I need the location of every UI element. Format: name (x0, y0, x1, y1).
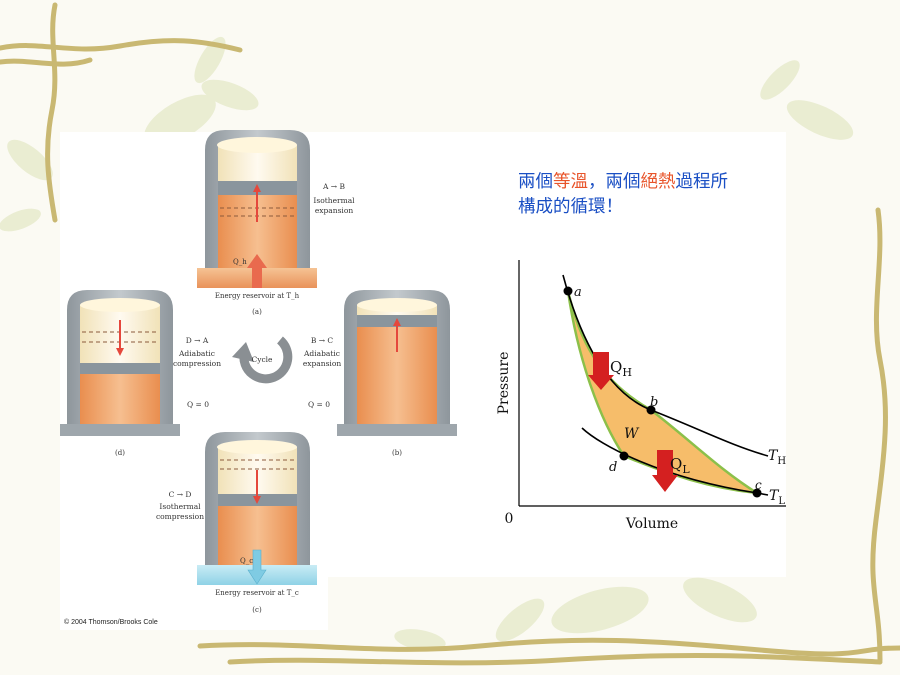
panel-letter-d: (d) (115, 449, 125, 457)
process-name-b-2: expansion (303, 359, 342, 368)
process-name-a-1: Isothermal (313, 196, 355, 205)
heat-in-arrow (588, 352, 614, 390)
leaf-pattern-decoration (0, 36, 854, 651)
process-label-b: B → C (311, 336, 334, 345)
cylinder-c (197, 432, 317, 585)
reservoir-label-a: Energy reservoir at T_h (215, 292, 300, 300)
process-name-c-2: compression (156, 512, 204, 521)
state-point-b (646, 405, 656, 415)
process-name-c-1: Isothermal (159, 502, 201, 511)
cycle-label: Cycle (251, 355, 273, 364)
heat-zero-b: Q = 0 (308, 400, 330, 409)
copyright-note: © 2004 Thomson/Brooks Cole (64, 618, 158, 626)
piston-d (80, 363, 160, 374)
pv-origin: 0 (505, 511, 514, 527)
pv-diagram (518, 260, 786, 507)
process-label-a: A → B (322, 182, 345, 191)
caption-highlight-isothermal: 等溫 (553, 172, 588, 192)
process-label-d: D → A (186, 336, 209, 345)
cylinder-wall-a (205, 130, 310, 268)
isotherm-cold (581, 427, 769, 496)
caption-part-1: 兩個 (518, 172, 553, 192)
cycle-arrow-icon (232, 336, 293, 384)
insulating-stand-d (60, 424, 180, 436)
heat-in-label: QH (610, 358, 632, 379)
panel-letter-a: (a) (252, 308, 262, 316)
reservoir-label-c: Energy reservoir at T_c (215, 589, 299, 597)
heat-label-c: Q_c (240, 557, 253, 565)
heat-out-arrow-c (247, 549, 267, 585)
process-name-d-2: compression (173, 359, 221, 368)
cylinder-wall-b (344, 290, 450, 424)
point-label-a: a (574, 285, 582, 300)
process-name-d-1: Adiabatic (178, 349, 215, 358)
heat-label-a: Q_h (233, 258, 247, 266)
caption-line-1: 兩個等溫，兩個絕熱過程所 (518, 170, 808, 195)
caption-text: 兩個等溫，兩個絕熱過程所 構成的循環！ (518, 170, 808, 220)
process-label-c: C → D (169, 490, 192, 499)
gas-d (80, 374, 160, 424)
isotherm-hot-label: TH (768, 448, 786, 467)
point-label-c: c (755, 478, 762, 492)
heat-zero-d: Q = 0 (187, 400, 209, 409)
pv-ylabel: Pressure (496, 352, 512, 415)
process-name-a-2: expansion (315, 206, 354, 215)
insulating-stand-b (337, 424, 457, 436)
caption-part-2: ，兩個 (588, 172, 641, 192)
point-label-d: d (609, 460, 617, 475)
heat-out-arrow (652, 450, 678, 492)
state-point-c (752, 488, 762, 498)
cylinder-d (60, 290, 180, 436)
panel-letter-b: (b) (392, 449, 402, 457)
state-point-d (619, 451, 629, 461)
work-label: W (624, 426, 640, 442)
caption-highlight-adiabatic: 絕熱 (640, 172, 676, 192)
cylinder-b (337, 290, 457, 436)
isotherm-cold-label: TL (769, 488, 785, 507)
cylinder-wall-d (67, 290, 173, 424)
heat-out-label: QL (670, 455, 690, 476)
cylinder-wall-c (205, 432, 310, 565)
cylinder-a (197, 130, 317, 288)
caption-line-2: 構成的循環！ (518, 197, 623, 217)
heat-in-arrow-a (247, 254, 267, 288)
caption-part-3: 過程所 (675, 172, 729, 192)
process-name-b-1: Adiabatic (303, 349, 340, 358)
state-point-a (563, 286, 573, 296)
pv-xlabel: Volume (625, 516, 678, 532)
point-label-b: b (650, 395, 658, 410)
panel-letter-c: (c) (252, 606, 262, 614)
